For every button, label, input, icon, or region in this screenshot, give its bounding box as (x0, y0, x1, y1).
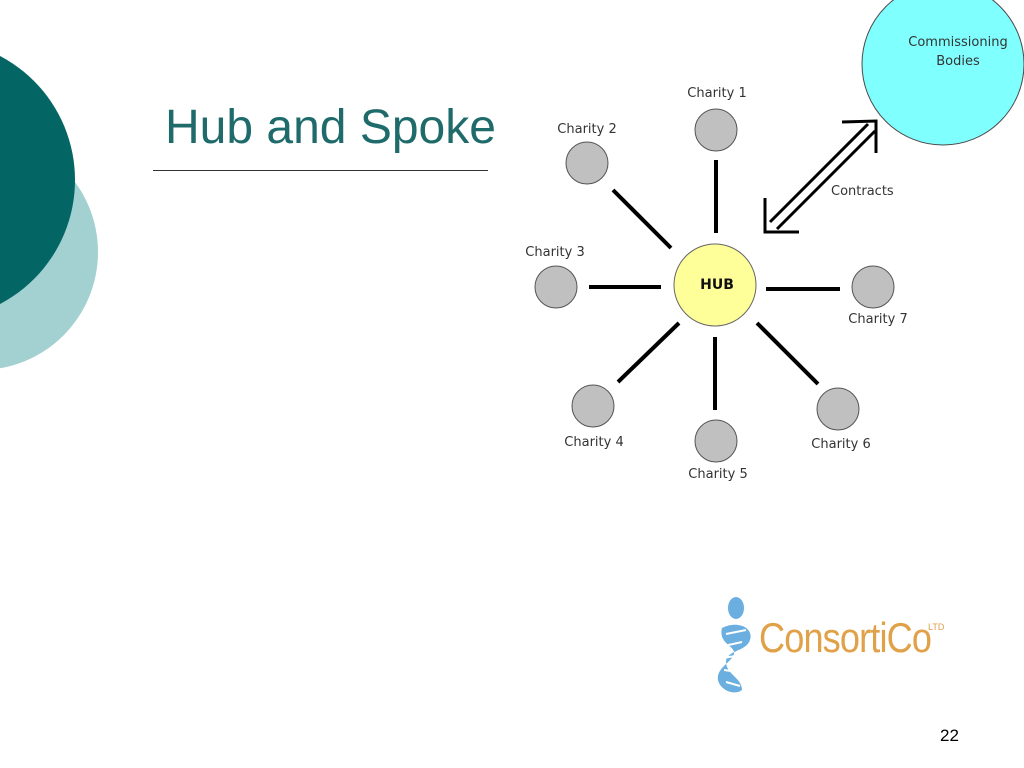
charity-label-1: Charity 1 (687, 86, 746, 101)
charity-label-3: Charity 3 (525, 245, 584, 260)
dark-teal-circle (0, 56, 75, 304)
consortico-ltd: LTD (928, 622, 945, 632)
commissioning-bodies-node: Commissioning Bodies (861, 0, 1024, 146)
spoke-charity-6 (755, 321, 820, 386)
charity-label-5: Charity 5 (688, 467, 747, 482)
spoke-charity-2 (611, 188, 673, 250)
decorative-circles (0, 56, 98, 369)
hub-label: HUB (700, 277, 734, 293)
charity-node-6: Charity 6 (811, 387, 871, 452)
hub-spoke-diagram: Commissioning Bodies Contracts HUB (525, 0, 1024, 482)
charity-label-4: Charity 4 (564, 435, 623, 450)
charity-node-5: Charity 5 (688, 419, 748, 482)
hub-node: HUB (673, 243, 757, 327)
spoke-charity-4 (616, 321, 681, 384)
charity-label-6: Charity 6 (811, 437, 870, 452)
consortico-logo: ConsortiCo LTD (712, 594, 962, 698)
charity-node-1: Charity 1 (687, 86, 747, 152)
charity-label-7: Charity 7 (848, 312, 907, 327)
charity-node-2: Charity 2 (557, 122, 617, 185)
page-number: 22 (940, 726, 959, 745)
consortico-figure-icon (717, 597, 751, 693)
charity-label-2: Charity 2 (557, 122, 616, 137)
contracts-label: Contracts (831, 184, 894, 199)
charity-node-7: Charity 7 (848, 265, 908, 327)
consortico-wordmark: ConsortiCo (759, 614, 932, 661)
commissioning-label-line1: Commissioning (908, 35, 1007, 50)
charity-node-4: Charity 4 (564, 384, 624, 450)
title-underline (153, 170, 488, 171)
contracts-arrow (763, 119, 878, 234)
commissioning-label-line2: Bodies (936, 54, 980, 69)
charity-node-3: Charity 3 (525, 245, 585, 309)
spokes (589, 160, 840, 410)
slide-title: Hub and Spoke (165, 101, 496, 154)
